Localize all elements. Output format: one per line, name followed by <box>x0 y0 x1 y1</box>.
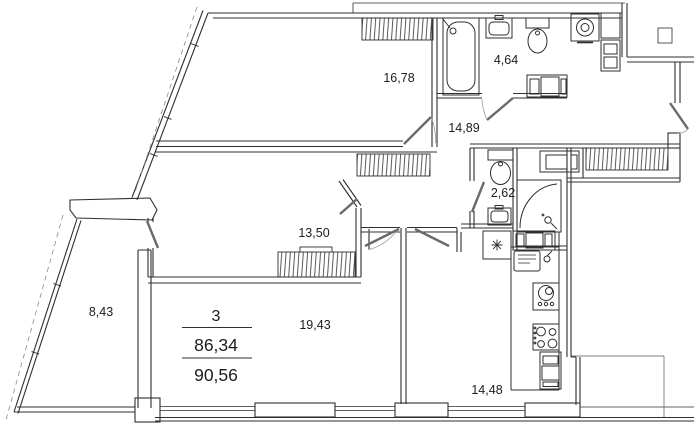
doors <box>145 97 689 250</box>
fridge-icon <box>482 230 512 260</box>
label-kitchen: 14,48 <box>471 383 502 397</box>
wardrobe-bedroom-mid <box>277 251 356 278</box>
room-area-labels: 16,78 4,64 14,89 2,62 13,50 8,43 19,43 1… <box>89 53 518 397</box>
dishwasher-icon <box>532 282 560 311</box>
washing-machine-icon <box>570 13 600 44</box>
living-area: 86,34 <box>194 335 238 355</box>
label-wc: 2,62 <box>491 186 515 200</box>
hatched-builtins <box>277 17 669 278</box>
kitchen-door-leaf <box>414 227 450 248</box>
fixtures <box>442 12 621 391</box>
exterior-walls <box>5 2 694 423</box>
hall-cabinet-icon <box>600 12 621 72</box>
unit-summary: 3 86,34 90,56 <box>182 308 252 385</box>
living-door-arc <box>368 230 398 250</box>
balcony-door-leaf <box>145 220 160 249</box>
label-balcony: 8,43 <box>89 305 113 319</box>
label-hallway: 14,89 <box>448 121 479 135</box>
label-bedroom-top: 16,78 <box>383 71 414 85</box>
total-area: 90,56 <box>194 365 238 385</box>
bathroom-door-arc <box>481 98 488 121</box>
living-door-leaf <box>364 227 400 248</box>
label-living-room: 19,43 <box>299 318 330 332</box>
label-bedroom-mid: 13,50 <box>298 226 329 240</box>
oven-icon <box>539 351 562 390</box>
kitchen-counter <box>510 232 560 391</box>
wc-toilet-icon <box>487 149 514 185</box>
bathtub-icon <box>442 17 480 96</box>
bathroom-sink-icon <box>485 15 513 39</box>
shower-cabinet-top-icon <box>539 150 580 173</box>
bedroom-top-door-leaf <box>403 116 432 145</box>
bedroom-mid-door-leaf <box>339 198 358 215</box>
bathroom-door-leaf <box>486 97 514 121</box>
rooms-count: 3 <box>212 308 221 325</box>
bedroom-top-door-arc <box>430 116 437 144</box>
entrance-door-leaf <box>669 102 689 130</box>
shower-icon <box>516 179 562 233</box>
wc-sink-icon <box>487 205 512 226</box>
stove-icon <box>532 323 560 351</box>
radiator-bedroom-top <box>361 17 434 41</box>
bathroom-toilet-icon <box>525 17 550 54</box>
bathroom-cabinet-icon <box>526 74 568 98</box>
radiator-entry <box>585 147 669 171</box>
label-bathroom: 4,64 <box>494 53 518 67</box>
entrance-door-arc <box>676 128 689 134</box>
kitchen-sink-icon <box>513 250 553 272</box>
wardrobe-tab <box>299 246 333 253</box>
wardrobe-hall <box>356 153 431 177</box>
wc-door-leaf <box>470 181 486 213</box>
